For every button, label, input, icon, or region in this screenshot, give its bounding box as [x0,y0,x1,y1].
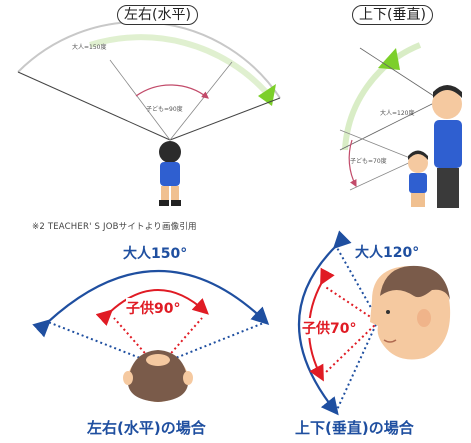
adult-horizontal-small-label: 大人=150度 [72,44,107,51]
adult-vertical-label: 大人120° [355,245,420,261]
adult-horizontal-label: 大人150° [123,246,188,262]
child-vertical-label: 子供70° [302,318,357,338]
adult-vertical-small-label: 大人=120度 [380,110,415,117]
child-horizontal-arc [95,289,209,327]
adult-vertical-arc [298,230,352,416]
top-left-illustration [17,21,281,206]
child-body [160,162,180,186]
top-right-illustration [339,42,462,208]
horizontal-title-badge: 左右(水平) [117,5,198,25]
image-credit: ※2 TEACHER' S JOBサイトより画像引用 [32,222,197,232]
horizontal-diagram [32,270,270,402]
green-arrowhead [258,84,276,106]
child-horizontal-label: 子供90° [126,298,181,318]
vertical-title-badge: 上下(垂直) [352,5,433,25]
child-head-back [159,141,181,163]
child-horizontal-small-label: 子ども=90度 [146,106,183,113]
horizontal-caption: 左右(水平)の場合 [87,419,206,437]
vertical-caption: 上下(垂直)の場合 [295,419,414,437]
child-vertical-small-label: 子ども=70度 [350,158,387,165]
adult-horizontal-arc [32,270,270,338]
vertical-diagram [298,230,451,416]
